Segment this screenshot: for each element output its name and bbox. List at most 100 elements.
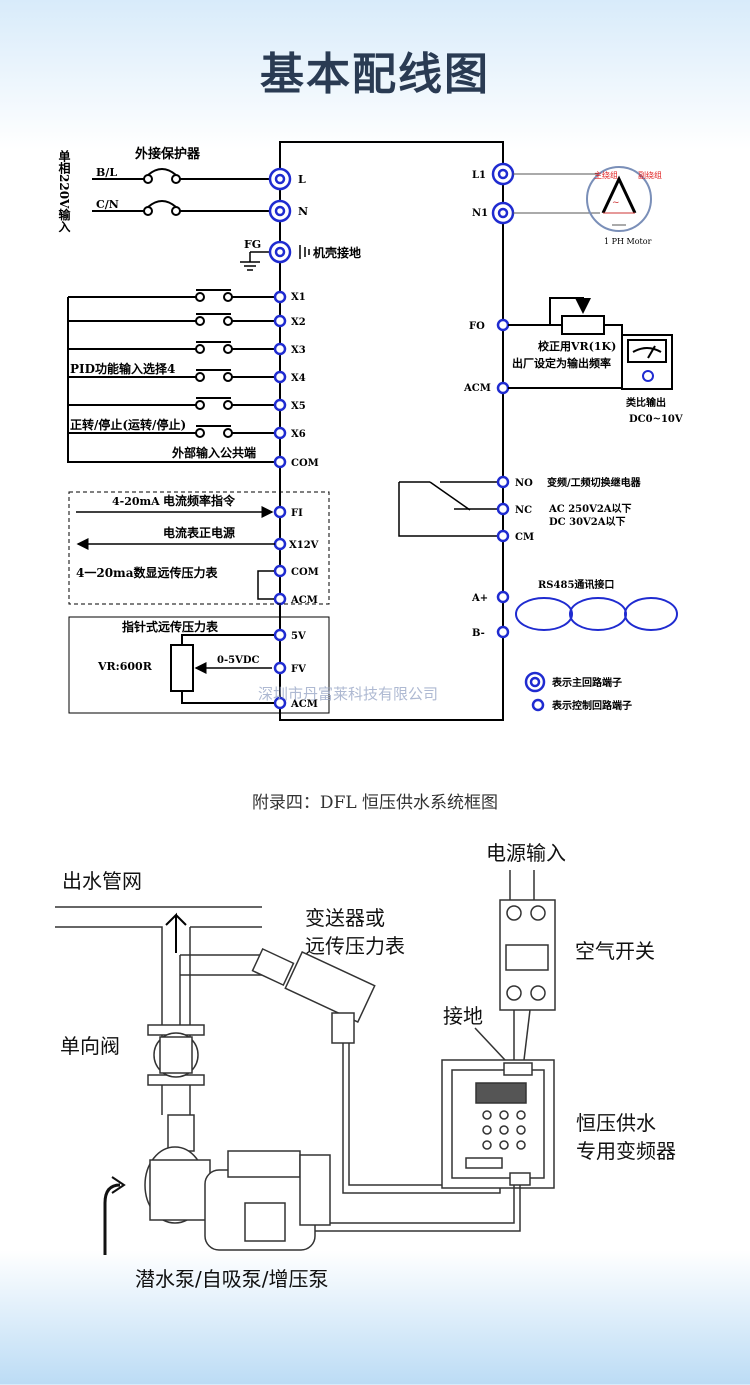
input-side-label: 单相220V输入 (57, 149, 71, 233)
svg-text:X12V: X12V (289, 540, 319, 551)
svg-text:NC: NC (515, 505, 532, 516)
transmitter-label-2: 远传压力表 (305, 934, 405, 958)
common-label: 外部输入公共端 (172, 445, 256, 460)
svg-text:4一20ma数显远传压力表: 4一20ma数显远传压力表 (76, 565, 219, 580)
air-switch-label: 空气开关 (575, 939, 655, 963)
svg-text:电流表正电源: 电流表正电源 (163, 525, 235, 540)
svg-text:L1: L1 (472, 170, 486, 181)
inverter-label: 恒压供水 (576, 1111, 656, 1135)
svg-text:ACM: ACM (463, 383, 491, 394)
digital-inputs (67, 289, 280, 463)
svg-text:X1: X1 (291, 292, 306, 303)
svg-text:出厂设定为输出频率: 出厂设定为输出频率 (512, 356, 611, 370)
svg-text:指针式远传压力表: 指针式远传压力表 (122, 619, 219, 634)
power-label: 电源输入 (486, 841, 566, 865)
inverter-label-2: 专用变频器 (576, 1139, 676, 1163)
svg-text:主绕组: 主绕组 (594, 170, 618, 180)
system-diagram: 出水管网 变送器或 远传压力表 电源输入 空气开关 接地 单向阀 恒压供水 专用… (55, 841, 676, 1291)
svg-text:COM: COM (291, 567, 319, 578)
appendix-caption: 附录四：DFL 恒压供水系统框图 (251, 793, 499, 813)
terminal-5V (273, 628, 287, 642)
svg-text:L: L (298, 173, 306, 186)
svg-text:FO: FO (469, 321, 485, 332)
terminal-ACM (273, 592, 287, 606)
fg-label: FG (244, 238, 261, 251)
terminal-COM2 (273, 564, 287, 578)
svg-text:N1: N1 (472, 208, 488, 219)
terminal-COM (273, 455, 287, 469)
pump-shape (144, 1114, 331, 1251)
svg-text:校正用VR(1K): 校正用VR(1K) (538, 339, 616, 353)
svg-text:4-20mA: 4-20mA (112, 495, 160, 508)
svg-text:DC0~10V: DC0~10V (629, 414, 683, 425)
fwd-label: 正转/停止(运转/停止) (70, 417, 186, 432)
svg-text:X5: X5 (291, 401, 306, 412)
terminal-N1 (491, 201, 515, 225)
terminal-X1 (273, 290, 287, 304)
svg-text:VR:600R: VR:600R (97, 660, 153, 673)
watermark: 深圳市丹富莱科技有限公司 (258, 685, 438, 703)
svg-text:表示主回路端子: 表示主回路端子 (551, 676, 622, 689)
current-input-box (68, 491, 330, 605)
terminal-FV (273, 661, 287, 675)
svg-text:A+: A+ (471, 593, 488, 604)
svg-text:0-5VDC: 0-5VDC (217, 655, 259, 666)
terminal-B (496, 625, 510, 639)
svg-text:X2: X2 (291, 317, 306, 328)
svg-text:RS485通讯接口: RS485通讯接口 (538, 578, 614, 591)
breaker-label: 外接保护器 (134, 146, 201, 162)
terminal-ACM-R (496, 381, 510, 395)
pointer-gauge-box (68, 616, 330, 714)
svg-text:电流频率指令: 电流频率指令 (163, 493, 236, 508)
earth-label: 接地 (443, 1004, 483, 1028)
terminal-X6 (273, 426, 287, 440)
pump-label: 潜水泵/自吸泵/增压泵 (135, 1267, 328, 1291)
page-title: 基本配线图 (260, 49, 490, 100)
outlet-label: 出水管网 (62, 869, 142, 893)
terminal-X2 (273, 314, 287, 328)
svg-text:X6: X6 (291, 429, 306, 440)
transmitter-shape (251, 947, 376, 1044)
svg-text:B-: B- (472, 628, 485, 639)
terminal-CM (496, 529, 510, 543)
pid-label: PID功能输入选择4 (70, 361, 175, 376)
svg-text:1 PH Motor: 1 PH Motor (604, 237, 652, 246)
terminal-FI (273, 505, 287, 519)
svg-text:X3: X3 (291, 345, 306, 356)
bl-label: B/L (96, 166, 117, 179)
svg-text:CM: CM (515, 532, 534, 543)
terminal-A (496, 590, 510, 604)
svg-text:ACM: ACM (290, 699, 318, 710)
transmitter-label: 变送器或 (305, 906, 385, 930)
terminal-X12V (273, 537, 287, 551)
svg-text:类比输出: 类比输出 (626, 396, 666, 409)
svg-text:NO: NO (515, 478, 533, 489)
svg-text:副绕组: 副绕组 (638, 170, 662, 180)
legend: 表示主回路端子 表示控制回路端子 (524, 671, 632, 712)
terminal-NC (496, 502, 510, 516)
inverter-shape (441, 1059, 555, 1189)
terminal-X5 (273, 398, 287, 412)
terminal-L (268, 167, 292, 191)
svg-text:变频/工频切换继电器: 变频/工频切换继电器 (547, 476, 642, 489)
svg-text:AC 250V2A以下: AC 250V2A以下 (548, 503, 632, 515)
svg-text:N: N (298, 205, 308, 218)
svg-text:X4: X4 (291, 373, 306, 384)
motor-symbol: ~ 主绕组 副绕组 1 PH Motor (586, 166, 662, 246)
terminal-N (268, 199, 292, 223)
svg-text:5V: 5V (291, 631, 306, 642)
terminal-NO (496, 475, 510, 489)
check-valve-label: 单向阀 (60, 1034, 120, 1058)
cn-label: C/N (96, 198, 119, 211)
terminal-X4 (273, 370, 287, 384)
terminal-ACM2 (273, 696, 287, 710)
ground-label: 机壳接地 (313, 245, 361, 260)
svg-text:~: ~ (612, 198, 620, 208)
wiring-diagram: 单相220V输入 外接保护器 B/L C/N L N FG 机壳接地 (57, 141, 683, 721)
inverter-box (279, 141, 504, 721)
svg-text:FI: FI (291, 508, 303, 519)
svg-text:表示控制回路端子: 表示控制回路端子 (551, 699, 632, 712)
svg-text:ACM: ACM (290, 595, 318, 606)
svg-text:DC 30V2A以下: DC 30V2A以下 (549, 516, 626, 528)
svg-text:COM: COM (291, 458, 319, 469)
